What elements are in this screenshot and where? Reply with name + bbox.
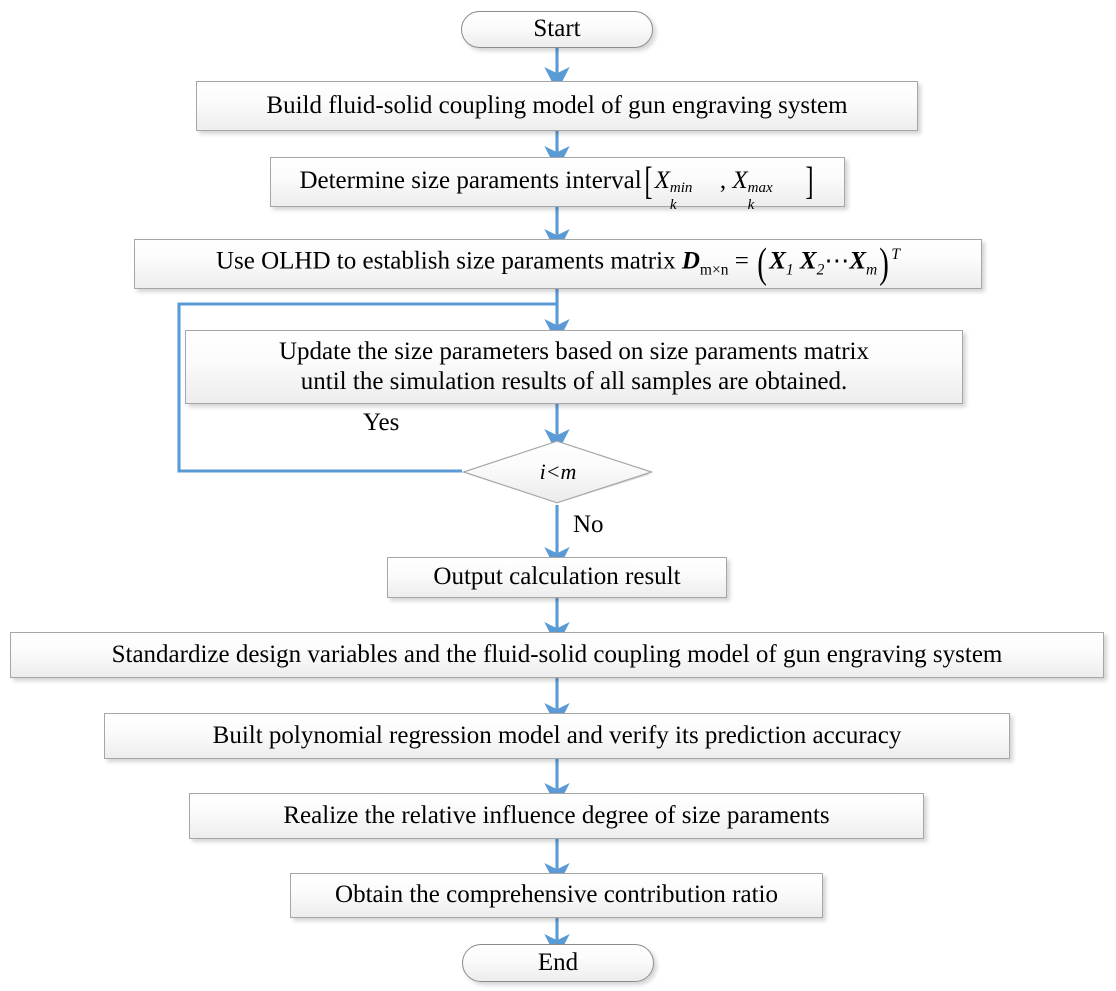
edge-label-no: No: [573, 511, 604, 539]
matrix-x1: X: [769, 247, 786, 275]
node-build-model[interactable]: Build fluid-solid coupling model of gun …: [196, 81, 918, 131]
node-obtain-ratio[interactable]: Obtain the comprehensive contribution ra…: [290, 873, 823, 918]
interval-bracket-close: ]: [805, 160, 814, 204]
matrix-transpose: T: [891, 246, 901, 264]
node-standardize-label: Standardize design variables and the flu…: [111, 640, 1003, 668]
node-regression-label: Built polynomial regression model and ve…: [212, 721, 902, 749]
interval-term2-sub: k: [747, 196, 755, 213]
node-update-params[interactable]: Update the size parameters based on size…: [185, 330, 963, 404]
matrix-xm: X: [849, 247, 867, 275]
node-olhd-matrix-label: Use OLHD to establish size paraments mat…: [215, 247, 676, 275]
node-olhd-matrix-content: Use OLHD to establish size paraments mat…: [204, 238, 912, 290]
matrix-xm-sub: m: [866, 261, 878, 279]
interval-term1-sub: k: [669, 196, 677, 213]
node-output-result[interactable]: Output calculation result: [387, 557, 727, 598]
edge-decision-yes-feedback: [177, 302, 557, 473]
interval-bracket-open: [: [644, 160, 653, 204]
matrix-equals: =: [734, 247, 749, 275]
interval-term2-base: X: [732, 167, 748, 195]
node-obtain-ratio-label: Obtain the comprehensive contribution ra…: [335, 881, 778, 909]
node-update-params-line1: Update the size parameters based on size…: [278, 337, 870, 365]
node-output-result-label: Output calculation result: [433, 563, 681, 591]
node-build-model-label: Build fluid-solid coupling model of gun …: [266, 91, 848, 119]
matrix-x2: X: [799, 247, 817, 275]
decision-diamond-shape: [462, 440, 654, 504]
matrix-x2-sub: 2: [816, 261, 825, 279]
node-end[interactable]: End: [462, 944, 654, 982]
interval-term2-sup: max: [747, 179, 773, 196]
node-start[interactable]: Start: [461, 11, 653, 48]
interval-term1-base: X: [654, 167, 670, 195]
matrix-symbol: D: [681, 247, 700, 275]
interval-term1-sup: min: [669, 179, 693, 196]
node-determine-interval-label: Determine size paraments interval: [299, 167, 642, 195]
node-regression[interactable]: Built polynomial regression model and ve…: [104, 713, 1010, 759]
matrix-ellipsis: ⋯: [824, 247, 850, 275]
interval-separator: ,: [719, 167, 727, 195]
node-realize[interactable]: Realize the relative influence degree of…: [189, 793, 924, 839]
node-end-label: End: [537, 948, 579, 976]
node-standardize[interactable]: Standardize design variables and the flu…: [10, 632, 1104, 678]
node-start-label: Start: [533, 15, 581, 43]
matrix-paren-open: (: [757, 240, 767, 288]
edge-label-yes-text: Yes: [363, 409, 400, 436]
matrix-sub: m×n: [699, 261, 729, 279]
matrix-paren-close: ): [879, 240, 890, 288]
edge-label-yes: Yes: [363, 409, 399, 437]
matrix-x1-sub: 1: [785, 261, 794, 279]
node-decision[interactable]: i<m: [462, 440, 654, 504]
node-update-params-line2: until the simulation results of all samp…: [300, 368, 848, 395]
edge-label-no-text: No: [573, 511, 604, 538]
node-realize-label: Realize the relative influence degree of…: [283, 801, 830, 829]
node-decision-label: i<m: [539, 459, 577, 484]
node-olhd-matrix[interactable]: Use OLHD to establish size paraments mat…: [134, 239, 982, 289]
